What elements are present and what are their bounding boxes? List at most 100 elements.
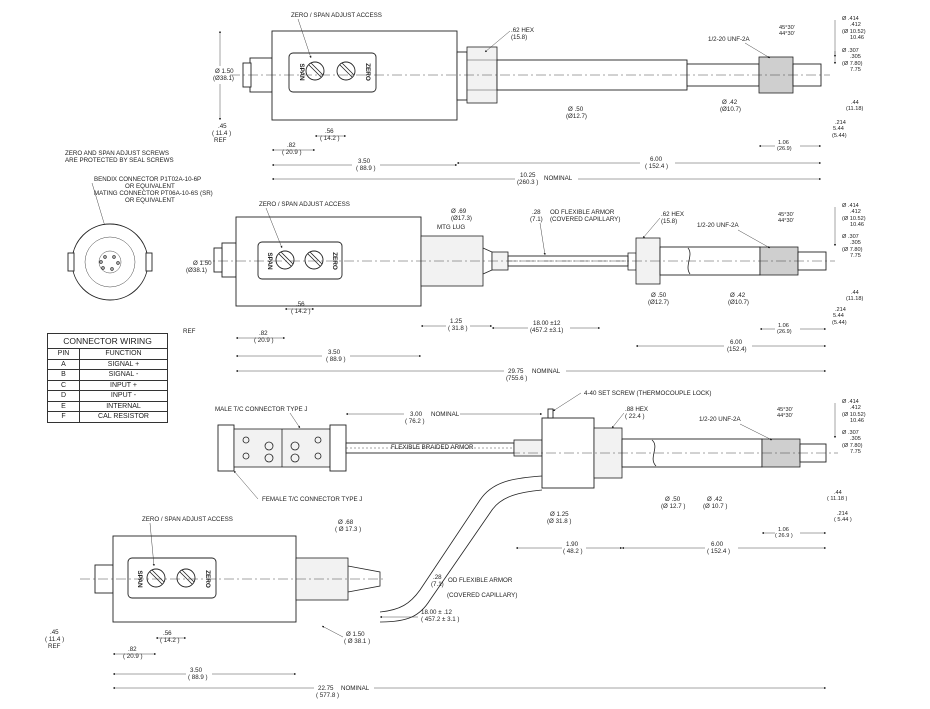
view2-lug-txt: MTG LUG [437,224,465,231]
view3-tc-end-right [329,424,347,472]
view2-armor2: (7.1) [530,216,543,223]
view4-d45-mm: ( 11.4 ) [45,636,64,643]
view1-chamfer2: 44°30' [779,31,795,37]
view4-d350: 3.50 [190,667,203,674]
view3-tip2-dia-mm: (Ø 7.80) [842,443,863,449]
view1-neck [456,51,468,101]
view-3-thermocouple: MALE T/C CONNECTOR TYPE J FEMALE T/C CON… [215,390,866,623]
view3-capillary-bend [379,475,543,613]
view4-armor-txt2: (COVERED CAPILLARY) [447,592,517,599]
view3-d600-mm: ( 152.4 ) [707,548,730,555]
wiring-function: INPUT - [79,390,168,402]
view1-hex-mm: (15.8) [511,34,527,41]
view3-d106-mm: ( 26.9 ) [775,533,793,539]
note-seal-line2: ARE PROTECTED BY SEAL SCREWS [65,157,174,164]
view3-tip2-dia-mm2: 7.75 [850,449,861,455]
view3-d190: 1.90 [566,541,579,548]
view1-d1025: 10.25 [520,172,536,179]
view2-armor1: .28 [532,209,541,216]
view1-d214-b: 5.44 [833,126,844,132]
view4-d350-mm: ( 88.9 ) [188,674,208,681]
view-2-transducer: SPAN ZERO ZERO / SPAN ADJUST ACCESS Ø 1.… [183,201,866,382]
view2-thread-label: 1/2-20 UNF-2A [697,222,739,229]
note-seal-line1: ZERO AND SPAN ADJUST SCREWS [65,150,169,157]
view3-thread-label: 1/2-20 UNF-2A [699,416,741,423]
note-connector-line3: MATING CONNECTOR PT06A-10-6S (SR) [94,190,213,197]
view1-span-knob[interactable] [305,61,325,81]
view4-d82-mm: ( 20.9 ) [123,653,143,660]
view1-zero-knob[interactable] [336,61,356,81]
wiring-function: CAL RESISTOR [79,411,168,423]
view2-armor-txt: OD FLEXIBLE ARMOR [550,209,615,216]
view2-d82-mm: ( 20.9 ) [254,337,274,344]
view1-d214-mm: (5.44) [832,133,847,139]
view3-coll-dia-mm: (Ø 31.8 ) [547,518,571,525]
view2-adjust-panel [257,241,343,280]
view1-d44: .44 [851,100,859,106]
view3-hex-label: .88 HEX [625,406,648,413]
view2-d600: 6.00 [730,339,743,346]
view2-d350-mm: ( 88.9 ) [326,356,346,363]
view2-nominal: NOMINAL [532,368,561,375]
view3-d300-mm: ( 76.2 ) [405,418,425,425]
view4-zero-knob[interactable] [176,568,196,588]
view4-armor-txt: OD FLEXIBLE ARMOR [448,577,513,584]
view3-tc-end-left [217,424,235,472]
view1-dia-body-mm: (Ø38.1) [213,75,234,82]
view1-span-label: SPAN [298,63,305,81]
view3-d44-mm: ( 11.18 ) [827,496,848,502]
view1-thread-label: 1/2-20 UNF-2A [708,36,750,43]
view3-female-tc: FEMALE T/C CONNECTOR TYPE J [262,496,362,503]
view1-tip2-dia-mm2: 7.75 [850,67,861,73]
view1-tip-dia: Ø .414 [842,16,859,22]
view4-nominal: NOMINAL [341,685,370,692]
view4-lug-mm: ( Ø 17.3 ) [335,526,361,533]
view2-d600-mm: (152.4) [727,346,747,353]
view2-tip2-dia2: .305 [850,240,861,246]
view3-male-tc: MALE T/C CONNECTOR TYPE J [215,406,308,413]
view2-d106-mm: (26.9) [777,329,792,335]
view4-armor1: .28 [433,574,442,581]
view1-dia-body: Ø 1.50 [215,68,234,75]
view4-adjust-panel [127,557,217,599]
view3-d300: 3.00 [410,411,423,418]
wiring-pin: B [47,369,80,381]
view2-d350: 3.50 [328,349,341,356]
view3-d190-mm: ( 48.2 ) [563,548,583,555]
wiring-function: INTERNAL [79,400,168,412]
wiring-function: SIGNAL - [79,369,168,381]
view3-neck-dia-mm: (Ø 10.7 ) [703,503,727,510]
view4-span-knob[interactable] [146,568,166,588]
view3-stem-dia-mm: (Ø 12.7 ) [661,503,685,510]
view2-lug: Ø .69 [451,208,467,215]
view2-span-knob[interactable] [275,250,295,270]
view2-d106: 1.06 [778,323,789,329]
view1-d56-mm: ( 14.2 ) [320,135,340,142]
wiring-pin: D [47,390,80,402]
view1-stem-dia-mm: (Ø12.7) [566,113,587,120]
view1-tip2-dia: Ø .307 [842,48,859,54]
view2-stem-dia: Ø .50 [651,292,667,299]
view3-chamfer2: 44°30' [777,413,793,419]
view3-coll-dia: Ø 1.25 [550,511,569,518]
notes-block: ZERO AND SPAN ADJUST SCREWS ARE PROTECTE… [65,150,213,244]
view2-zero-knob[interactable] [304,250,324,270]
view1-nominal: NOMINAL [544,175,573,182]
view2-d56-mm: ( 14.2 ) [291,308,311,315]
view2-break [687,247,691,275]
view3-d214-mm: ( 5.44 ) [834,517,852,523]
view3-braid: FLEXIBLE BRAIDED ARMOR [391,444,474,451]
view3-tip-dia2: .412 [850,405,861,411]
connector-ear-right [145,252,153,272]
view3-tc-ferrule [513,439,543,457]
view1-d106-mm: (26.9) [777,146,792,152]
wiring-pin: F [47,411,80,423]
view4-d18: 18.00 ± .12 [421,609,452,616]
view1-d600-mm: ( 152.4 ) [645,163,668,170]
view1-d350-mm: ( 88.9 ) [356,165,376,172]
view3-tip2-dia: Ø .307 [842,430,859,436]
